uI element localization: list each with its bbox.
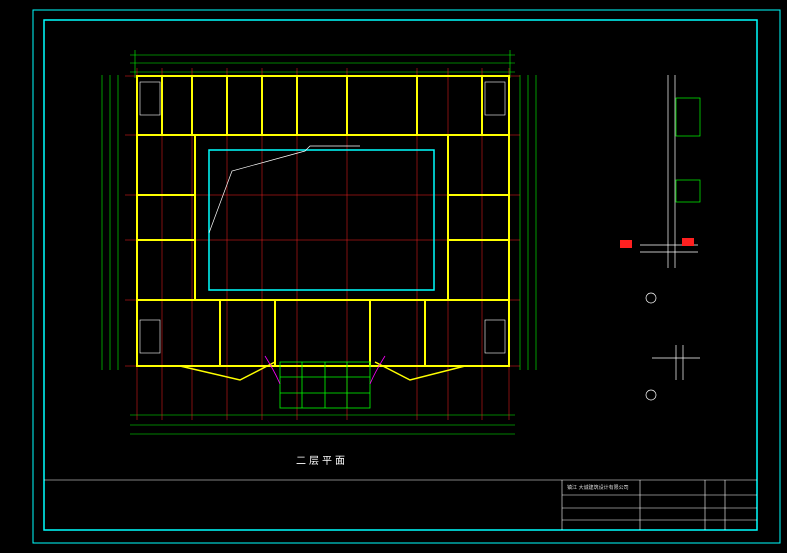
title-block (44, 479, 757, 530)
section-detail (640, 75, 701, 268)
entrance-canopy (279, 361, 371, 409)
top-dimensions (130, 50, 515, 78)
section-red-marker-left (620, 240, 632, 248)
right-dimensions (519, 75, 537, 370)
door-arc-left (264, 355, 281, 385)
section-symbol-2 (645, 389, 657, 401)
stairs (139, 81, 506, 354)
atrium-diagonal (208, 145, 360, 234)
left-dimensions (101, 75, 119, 370)
wall-detail (652, 345, 700, 380)
building-walls (136, 75, 510, 367)
central-atrium (208, 149, 435, 291)
drawing-title: 二层平面 (296, 456, 348, 467)
entrance-wing-right (374, 361, 466, 381)
bottom-dimensions (130, 414, 515, 435)
section-red-marker-right (682, 238, 694, 246)
inner-frame (43, 19, 758, 531)
company-name: 镇江 大诚建筑设计有限公司 (567, 485, 629, 491)
door-arc-right (369, 355, 386, 385)
outer-frame (32, 9, 781, 544)
section-symbol-1 (645, 292, 657, 304)
entrance-wing-left (179, 361, 276, 381)
